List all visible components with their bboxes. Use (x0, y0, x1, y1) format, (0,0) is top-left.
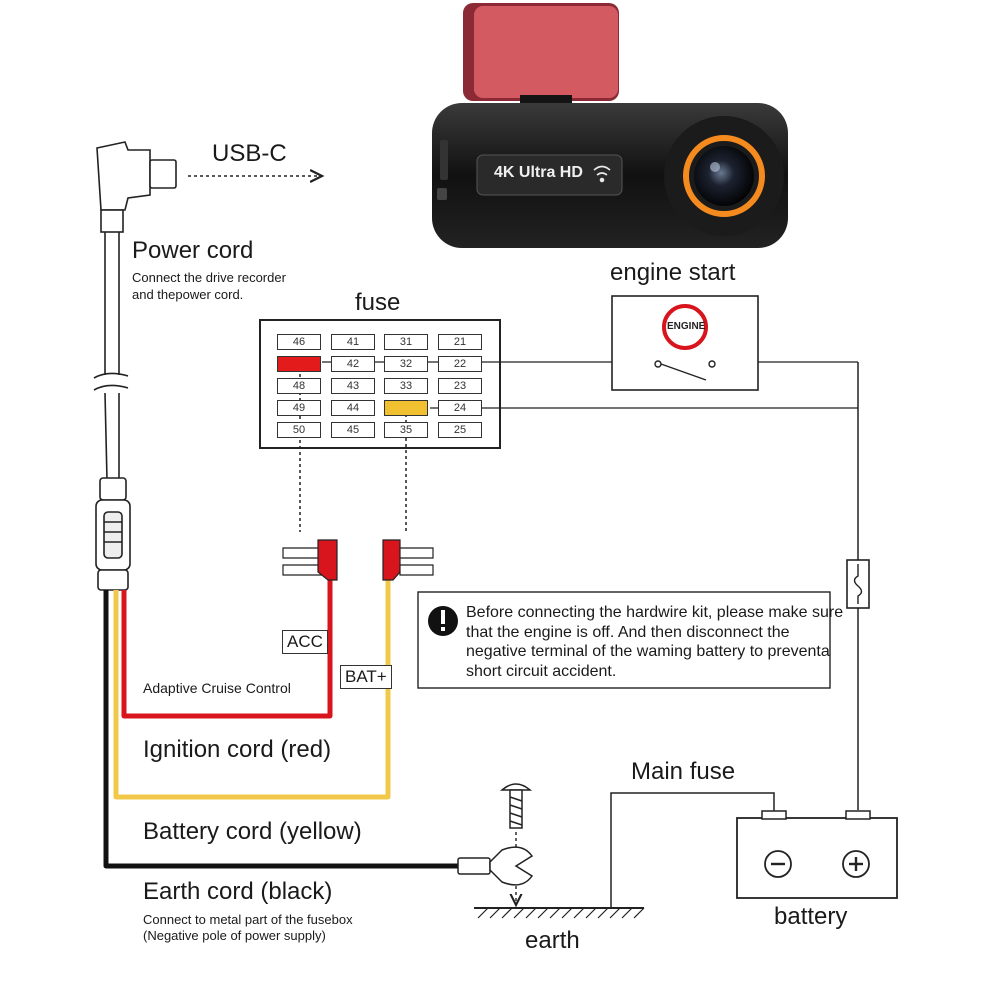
fuse-cell: 50 (277, 422, 321, 438)
ignition-wire (121, 578, 333, 719)
fuse-cell: 45 (331, 422, 375, 438)
main-fuse-line (610, 792, 775, 908)
inline-connector (95, 477, 131, 591)
engine-start-title: engine start (610, 259, 736, 286)
wifi-icon (593, 165, 611, 183)
fuse-cell: 49 (277, 400, 321, 416)
fuse-cell-bat-highlight (384, 400, 428, 416)
earth-title: earth (525, 927, 580, 954)
fuse-cell: 25 (438, 422, 482, 438)
earth-cord-desc-2: (Negative pole of power supply) (143, 928, 326, 943)
battery-negative-terminal (761, 810, 787, 820)
fuse-cell: 21 (438, 334, 482, 350)
acc-label: ACC (282, 630, 328, 654)
camera-badge-label: 4K Ultra HD (494, 164, 583, 181)
fuse-cell-acc-highlight (277, 356, 321, 372)
earth-cord-desc-1: Connect to metal part of the fusebox (143, 912, 353, 927)
ring-terminal-icon (457, 846, 534, 886)
ignition-cord-label: Ignition cord (red) (143, 736, 332, 763)
warning-text: Before connecting the hardwire kit, plea… (466, 604, 844, 680)
camera-badge-bg (476, 154, 623, 196)
fuse-cell: 43 (331, 378, 375, 394)
lens-icon (694, 146, 754, 206)
fuse-cell: 24 (438, 400, 482, 416)
fuse-cell: 41 (331, 334, 375, 350)
fuse-cell: 32 (384, 356, 428, 372)
fuse-cell: 31 (384, 334, 428, 350)
usb-c-plug (96, 141, 177, 233)
camera-slot (440, 140, 448, 180)
fuse-cell: 22 (438, 356, 482, 372)
battery-cord-label: Battery cord (yellow) (143, 818, 362, 845)
screw-icon (499, 783, 533, 829)
usb-c-label: USB-C (212, 140, 287, 167)
fuse-cell: 23 (438, 378, 482, 394)
power-cord-title: Power cord (132, 237, 254, 264)
fuse-title: fuse (355, 289, 401, 316)
fuse-cell: 46 (277, 334, 321, 350)
power-cord-cable (93, 232, 129, 481)
bat-label: BAT+ (340, 665, 392, 689)
fuse-tap-bat (382, 539, 434, 581)
minus-icon (764, 850, 792, 878)
fuse-cell: 35 (384, 422, 428, 438)
battery-title: battery (774, 903, 848, 930)
adaptive-cruise-label: Adaptive Cruise Control (143, 680, 291, 696)
fuse-cell: 48 (277, 378, 321, 394)
engine-button-icon (662, 304, 708, 350)
camera-port (437, 188, 447, 200)
battery-icon (736, 817, 898, 899)
fuse-tap-acc (282, 539, 338, 581)
inline-fuse-icon (846, 559, 870, 609)
earth-cord-title: Earth cord (black) (143, 878, 333, 905)
lens-ring (683, 135, 765, 217)
plus-icon (842, 850, 870, 878)
main-fuse-title: Main fuse (631, 758, 736, 785)
earth-hatch (477, 907, 645, 919)
earth-wire (103, 590, 458, 869)
fuse-cell: 44 (331, 400, 375, 416)
camera-mount-pad (474, 6, 618, 98)
engine-switch-icon (654, 360, 716, 381)
power-cord-desc-1: Connect the drive recorder (132, 270, 286, 285)
power-cord-desc-2: and thepower cord. (132, 287, 244, 302)
dashcam-illustration (432, 3, 788, 248)
engine-button-label: ENGINE (667, 321, 706, 332)
fuse-cell: 42 (331, 356, 375, 372)
battery-positive-terminal (845, 810, 871, 820)
fuse-cell: 33 (384, 378, 428, 394)
warning-box (417, 591, 831, 689)
